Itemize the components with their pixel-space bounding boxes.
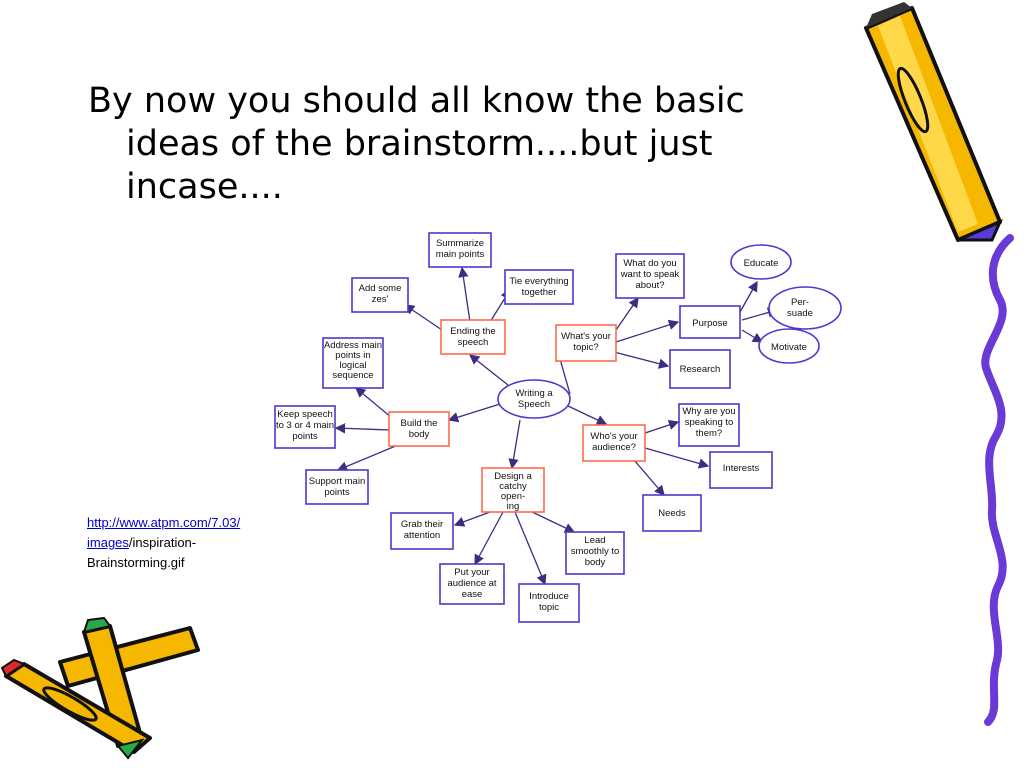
- svg-text:to 3 or 4 main: to 3 or 4 main: [276, 420, 334, 431]
- node-build-the-body: Build the body: [388, 411, 450, 447]
- node-introduce-topic: Introduce topic: [518, 583, 580, 623]
- node-whos-your-audience: Who's your audience?: [582, 424, 646, 462]
- svg-text:points in: points in: [335, 350, 370, 361]
- svg-text:body: body: [409, 429, 430, 440]
- node-keep-speech: Keep speech to 3 or 4 main points: [274, 405, 336, 449]
- svg-text:ing: ing: [507, 501, 520, 512]
- svg-text:speech: speech: [458, 337, 489, 348]
- squiggle-line: [981, 234, 1014, 726]
- svg-text:attention: attention: [404, 530, 440, 541]
- node-label: Speech: [518, 399, 550, 410]
- svg-text:Build the: Build the: [401, 418, 438, 429]
- svg-text:Support main: Support main: [309, 476, 366, 487]
- svg-text:Who's your: Who's your: [590, 431, 637, 442]
- svg-text:Introduce: Introduce: [529, 591, 569, 602]
- svg-text:points: points: [324, 487, 350, 498]
- node-lead-smoothly: Lead smoothly to body: [565, 531, 625, 575]
- node-ending-the-speech: Ending the speech: [440, 319, 506, 355]
- node-persuade: Per- suade: [768, 286, 842, 330]
- node-purpose: Purpose: [679, 305, 741, 339]
- node-design-catchy-opening: Design a catchy open- ing: [481, 467, 545, 513]
- node-why-speaking: Why are you speaking to them?: [678, 403, 740, 447]
- node-interests: Interests: [709, 451, 773, 489]
- svg-text:Purpose: Purpose: [692, 318, 727, 329]
- node-needs: Needs: [642, 494, 702, 532]
- source-caption: http://www.atpm.com/7.03/images/inspirat…: [87, 513, 287, 573]
- svg-text:What do you: What do you: [623, 258, 676, 269]
- source-link[interactable]: http://www.atpm.com/7.03/images: [87, 515, 241, 550]
- svg-text:want to speak: want to speak: [620, 269, 680, 280]
- svg-text:Tie everything: Tie everything: [509, 276, 568, 287]
- svg-text:Design a: Design a: [494, 471, 532, 482]
- svg-text:Grab their: Grab their: [401, 519, 443, 530]
- node-whats-your-topic: What's your topic?: [555, 324, 617, 362]
- svg-text:Ending the: Ending the: [450, 326, 495, 337]
- svg-text:audience?: audience?: [592, 442, 636, 453]
- node-summarize: Summarize main points: [428, 232, 492, 268]
- slide-heading: By now you should all know the basic ide…: [88, 81, 745, 207]
- node-grab-attention: Grab their attention: [390, 512, 454, 550]
- source-text: /inspiration-Brainstorming.gif: [87, 535, 197, 570]
- svg-text:ease: ease: [462, 589, 483, 600]
- svg-text:logical: logical: [340, 360, 367, 371]
- svg-text:Address main: Address main: [324, 340, 382, 351]
- svg-text:topic: topic: [539, 602, 559, 613]
- svg-text:them?: them?: [696, 428, 722, 439]
- node-support-main-points: Support main points: [305, 469, 369, 505]
- svg-text:catchy: catchy: [499, 481, 527, 492]
- svg-text:suade: suade: [787, 308, 813, 319]
- svg-text:Summarize: Summarize: [436, 238, 484, 249]
- svg-text:main points: main points: [436, 249, 485, 260]
- svg-text:Research: Research: [680, 364, 721, 375]
- svg-text:smoothly to: smoothly to: [571, 546, 620, 557]
- svg-text:What's your: What's your: [561, 331, 611, 342]
- svg-text:topic?: topic?: [573, 342, 598, 353]
- svg-text:Keep speech: Keep speech: [277, 409, 332, 420]
- svg-text:open-: open-: [501, 491, 525, 502]
- node-what-do-you-want: What do you want to speak about?: [615, 253, 685, 299]
- svg-text:together: together: [522, 287, 557, 298]
- node-address-main-points: Address main points in logical sequence: [322, 337, 384, 389]
- svg-text:Put your: Put your: [454, 567, 489, 578]
- svg-text:Per-: Per-: [791, 297, 809, 308]
- node-research: Research: [669, 349, 731, 389]
- svg-text:Motivate: Motivate: [771, 342, 807, 353]
- node-put-audience-at-ease: Put your audience at ease: [439, 563, 505, 605]
- svg-text:Educate: Educate: [744, 258, 779, 269]
- svg-text:Interests: Interests: [723, 463, 760, 474]
- svg-text:Lead: Lead: [584, 535, 605, 546]
- svg-text:body: body: [585, 557, 606, 568]
- node-educate: Educate: [730, 244, 792, 280]
- svg-text:Why are you: Why are you: [682, 406, 735, 417]
- svg-text:audience at: audience at: [447, 578, 496, 589]
- svg-text:Add some: Add some: [359, 283, 402, 294]
- svg-text:speaking to: speaking to: [685, 417, 734, 428]
- node-writing-a-speech: Writing a Speech: [497, 379, 571, 419]
- svg-text:Needs: Needs: [658, 508, 686, 519]
- pencil-cluster-icon: [0, 616, 200, 760]
- svg-text:sequence: sequence: [332, 370, 373, 381]
- svg-text:zes': zes': [372, 294, 389, 305]
- node-tie-together: Tie everything together: [504, 269, 574, 305]
- node-motivate: Motivate: [758, 328, 820, 364]
- svg-text:points: points: [292, 431, 318, 442]
- svg-text:about?: about?: [635, 280, 664, 291]
- node-add-zest: Add some zes': [351, 277, 409, 313]
- node-label: Writing a: [515, 388, 553, 399]
- pencil-icon: [864, 2, 1003, 242]
